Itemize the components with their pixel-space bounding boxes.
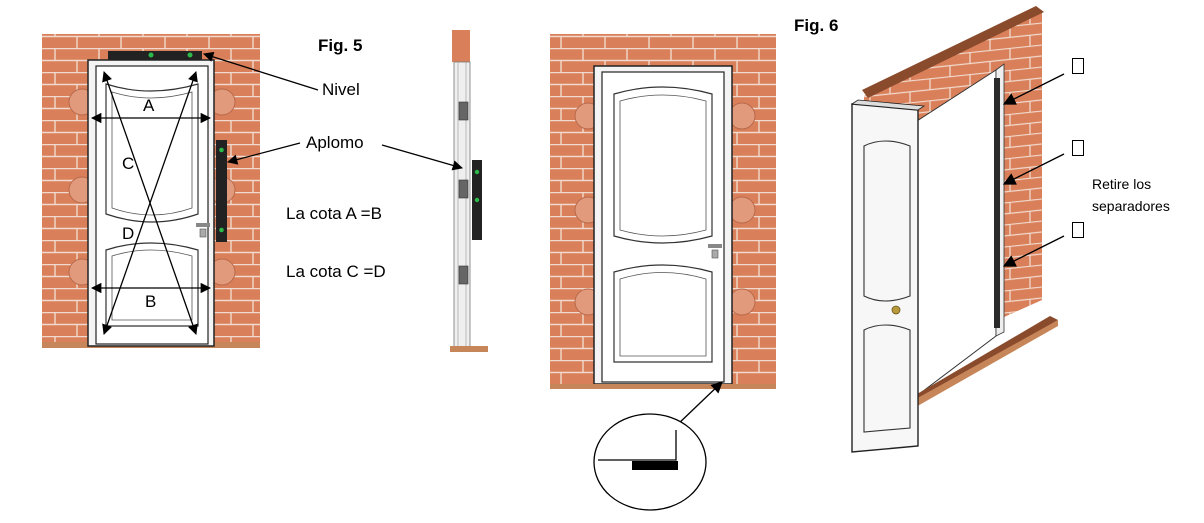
mid-door-view: [550, 34, 776, 511]
fig6-perspective: [850, 6, 1065, 453]
sep-arrow-1: [1002, 73, 1065, 105]
nivel-label: Nivel: [322, 80, 360, 99]
open-door-leaf: [851, 103, 919, 453]
checkbox-icon-3: [1072, 222, 1084, 238]
door-opening: [905, 69, 997, 406]
checkbox-icon-2: [1072, 140, 1084, 156]
detail-leader: [675, 381, 723, 427]
retire-note-line2: separadores: [1092, 198, 1170, 214]
fig5-front-view: [42, 34, 319, 348]
label-a: A: [143, 96, 155, 115]
threshold-detail: [632, 461, 678, 470]
checkbox-icon-1: [1072, 58, 1084, 74]
fig6-title: Fig. 6: [794, 16, 839, 35]
fig5-side-view: [381, 30, 488, 352]
aplomo-leader: [226, 142, 301, 165]
aplomo-leader-side: [381, 144, 463, 171]
door-handle: [196, 223, 210, 227]
spirit-level-top: [108, 51, 202, 60]
measurement-lines: [90, 71, 212, 335]
separator-strip: [994, 78, 1000, 328]
wall-section-top: [452, 30, 470, 62]
side-floor: [450, 346, 488, 352]
retire-note-line1: Retire los: [1092, 176, 1152, 192]
sep-arrow-2: [1002, 153, 1065, 185]
label-d: D: [122, 224, 135, 243]
nivel-leader: [203, 51, 319, 91]
sep-arrow-3: [1002, 235, 1065, 267]
label-b: B: [145, 292, 157, 311]
door-knob: [891, 305, 901, 315]
spirit-level-side: [216, 140, 227, 242]
label-c: C: [122, 154, 135, 173]
fig5-title: Fig. 5: [318, 36, 363, 55]
hinges: [458, 101, 469, 285]
wall-top-edge: [862, 6, 1044, 98]
note-cd: La cota C =D: [286, 262, 386, 281]
door-leaf-2: [601, 71, 725, 383]
aplomo-label: Aplomo: [306, 133, 364, 152]
note-ab: La cota A =B: [286, 204, 382, 223]
floor-3d: [896, 320, 1058, 416]
